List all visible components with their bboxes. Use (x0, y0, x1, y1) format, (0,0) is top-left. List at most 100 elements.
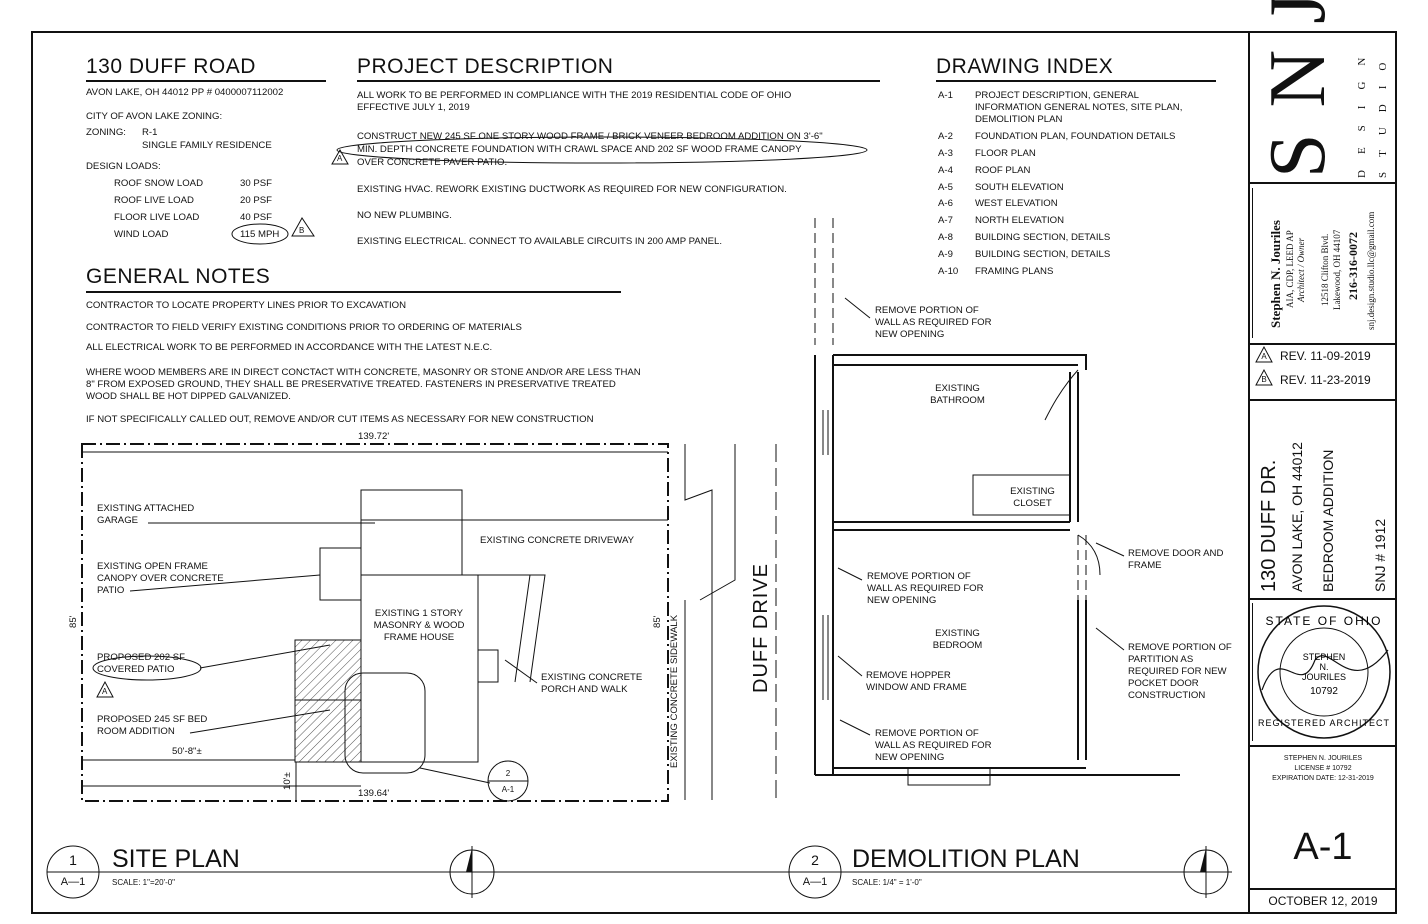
leader-line (837, 567, 863, 581)
revision-date: REV. 11-09-2019 (1280, 349, 1371, 363)
bed-label: ROOM ADDITION (97, 726, 175, 737)
porch-label: PORCH AND WALK (541, 684, 628, 695)
leader-line (837, 655, 863, 677)
sheet-date: OCTOBER 12, 2019 (1268, 894, 1378, 908)
window (907, 767, 991, 786)
porch-outline (477, 649, 499, 683)
titleblock-divider (1248, 399, 1397, 401)
room-label: EXISTING (935, 383, 980, 394)
index-sheet-description: BUILDING SECTION, DETAILS (975, 232, 1111, 243)
demo-note: WINDOW AND FRAME (866, 682, 967, 693)
load-value: 20 PSF (240, 195, 272, 206)
index-sheet-number: A-2 (938, 131, 953, 143)
demo-note: REQUIRED FOR NEW (1128, 666, 1227, 677)
drawing-sheet-border (31, 31, 1397, 914)
index-sheet-number: A-1 (938, 90, 953, 101)
titleblock-divider (1248, 343, 1397, 345)
titleblock-divider (1252, 603, 1253, 741)
index-sheet-description: NORTH ELEVATION (975, 215, 1065, 227)
leader-line (189, 709, 331, 734)
note-text: CONTRACTOR TO LOCATE PROPERTY LINES PRIO… (86, 300, 407, 311)
license-text: STEPHEN N. JOURILES (1283, 755, 1363, 762)
seal-bottom-text: REGISTERED ARCHITECT (1258, 718, 1390, 728)
note-text: IF NOT SPECIFICALLY CALLED OUT, REMOVE A… (86, 414, 594, 425)
seal-name: N. (1320, 662, 1329, 672)
window (822, 410, 829, 455)
load-name: ROOF LIVE LOAD (114, 195, 194, 206)
rev-triangle-b (291, 217, 315, 237)
note-text: 8" FROM EXPOSED GROUND, THEY SHALL BE PR… (86, 379, 616, 390)
canopy-label: PATIO (97, 585, 125, 596)
demo-note: REMOVE PORTION OF (867, 571, 971, 582)
index-sheet-number: A-10 (938, 265, 959, 277)
divider (86, 80, 326, 82)
seal-inner-ring (1279, 627, 1369, 717)
leader-line (1095, 627, 1125, 651)
load-value: 115 MPH (240, 229, 280, 240)
house-label: MASONRY & WOOD (373, 620, 465, 631)
garage-label: GARAGE (97, 515, 139, 526)
walk-edge (529, 574, 546, 683)
note-text: CONTRACTOR TO FIELD VERIFY EXISTING COND… (86, 322, 522, 333)
drawing-scale: SCALE: 1/4" = 1'-0" (852, 878, 922, 887)
demo-note: CONSTRUCTION (1128, 690, 1206, 701)
index-sheet-number: A-5 (938, 181, 953, 193)
callout-sheet: A-1 (501, 785, 515, 794)
project-text: ALL WORK TO BE PERFORMED IN COMPLIANCE W… (357, 90, 792, 101)
index-sheet-description: SOUTH ELEVATION (975, 181, 1064, 193)
index-sheet-description: PROJECT DESCRIPTION, GENERAL (975, 90, 1140, 101)
interior-wall (1077, 600, 1087, 760)
load-name: WIND LOAD (114, 229, 169, 240)
note-text: WHERE WOOD MEMBERS ARE IN DIRECT CONCTAC… (86, 367, 641, 378)
index-sheet-number: A-7 (938, 215, 953, 227)
drawing-scale: SCALE: 1"=20'-0" (112, 878, 176, 887)
site-title: 130 DUFF ROAD (86, 55, 256, 78)
closet-outline (972, 474, 1071, 516)
load-value: 40 PSF (240, 212, 272, 223)
divider (936, 80, 1216, 82)
site-address: AVON LAKE, OH 44012 PP # 0400007112002 (86, 87, 284, 98)
divider (357, 80, 880, 82)
room-label: EXISTING (1010, 486, 1055, 497)
demo-note: FRAME (1128, 560, 1162, 571)
index-sheet-description: FLOOR PLAN (975, 148, 1036, 159)
index-sheet-number: A-9 (938, 248, 953, 260)
drawing-number: 1 (69, 852, 77, 868)
room-label: BEDROOM (932, 640, 983, 651)
project-text: CONSTRUCT NEW 245 SF ONE STORY WOOD FRAM… (357, 131, 823, 142)
project-title: PROJECT DESCRIPTION (357, 55, 614, 78)
demo-note: NEW OPENING (867, 595, 937, 606)
property-line (81, 443, 669, 802)
sheet-number: A-1 (1293, 826, 1353, 868)
index-sheet-description: ROOF PLAN (975, 164, 1031, 176)
house-label: EXISTING 1 STORY (374, 608, 464, 619)
dimension-label: 139.72' (358, 431, 390, 442)
sidewalk-edge (699, 444, 736, 601)
callout-number: 2 (505, 769, 511, 778)
rev-triangle-b (1255, 368, 1273, 386)
bed-label: PROPOSED 245 SF BED (97, 714, 208, 725)
driveway-label: EXISTING CONCRETE DRIVEWAY (480, 535, 635, 546)
rev-triangle-a (1255, 345, 1273, 363)
revision-cloud (336, 136, 868, 164)
leader-line (419, 767, 491, 784)
leader-line (839, 719, 871, 736)
demo-note: REMOVE PORTION OF (875, 305, 979, 316)
project-text: EXISTING ELECTRICAL. CONNECT TO AVAILABL… (357, 236, 723, 247)
index-sheet-description: DEMOLITION PLAN (975, 114, 1063, 126)
dimension-label: 50'-8"± (172, 746, 202, 757)
demo-note: NEW OPENING (875, 752, 945, 763)
house-label: FRAME HOUSE (383, 632, 455, 643)
titleblock-border (1248, 31, 1250, 914)
drawing-title: DEMOLITION PLAN (852, 845, 1080, 873)
north-arrow-head (466, 848, 472, 872)
drawing-number: 2 (811, 852, 819, 868)
patio-label: PROPOSED 202 SF (97, 652, 185, 663)
load-name: ROOF SNOW LOAD (114, 178, 204, 189)
note-text: ALL ELECTRICAL WORK TO BE PERFORMED IN A… (86, 342, 493, 353)
index-sheet-description: FOUNDATION PLAN, FOUNDATION DETAILS (975, 131, 1176, 143)
room-label: EXISTING (935, 628, 980, 639)
